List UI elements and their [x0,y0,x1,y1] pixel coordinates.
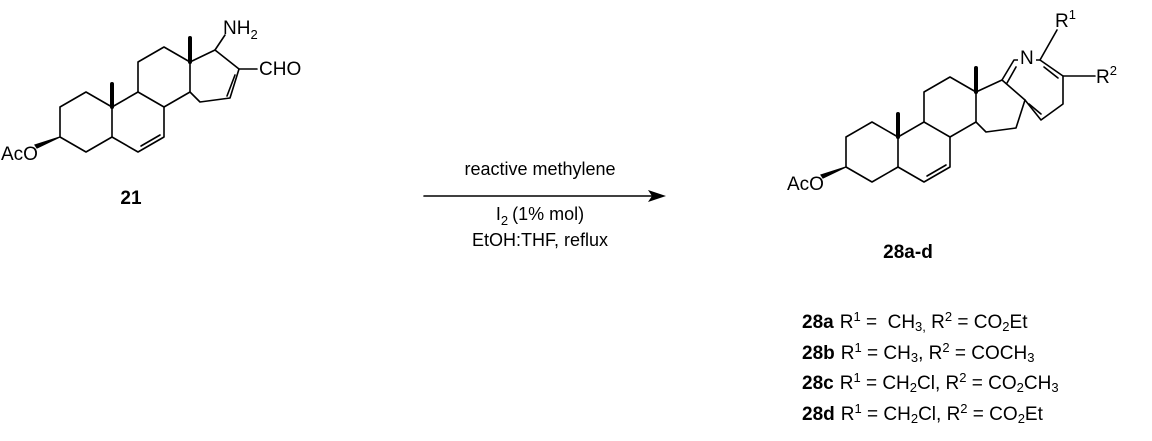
product-r1-label: R1 [1055,7,1076,32]
product-nitrogen-label: N [1020,48,1034,69]
reactant-compound-label: 21 [120,188,142,209]
reactant-aldehyde-label: CHO [259,59,301,80]
product-r2-label: R2 [1096,63,1117,88]
reagent-label: reactive methylene [464,159,615,179]
reactant-amino-label: NH2 [223,18,258,42]
substituent-definition: R1 = CH3, R2 = COCH3 [840,339,1035,365]
substituent-definition: R1 = CH2Cl, R2 = CO2Et [840,400,1043,426]
product-acetoxy-label: AcO [787,174,824,195]
reactant-21-structure: AcO NH2 CHO [1,18,301,165]
substituent-definition: R1 = CH3, R2 = CO2Et [839,309,1028,334]
reactant-acetoxy-label: AcO [1,144,38,165]
reaction-arrow [423,190,666,202]
substituent-id: 28d [802,403,835,425]
substituent-id: 28b [802,342,835,364]
catalyst-label: I2(1% mol) [496,204,584,228]
product-28-structure: N AcO R1 R2 [787,7,1117,195]
product-compound-label: 28a-d [883,242,933,263]
conditions-label: EtOH:THF, reflux [472,230,608,250]
substituent-definition: R1 = CH2Cl, R2 = CO2CH3 [839,370,1059,395]
substituent-id: 28a [802,312,834,333]
substituent-id: 28c [802,373,834,394]
